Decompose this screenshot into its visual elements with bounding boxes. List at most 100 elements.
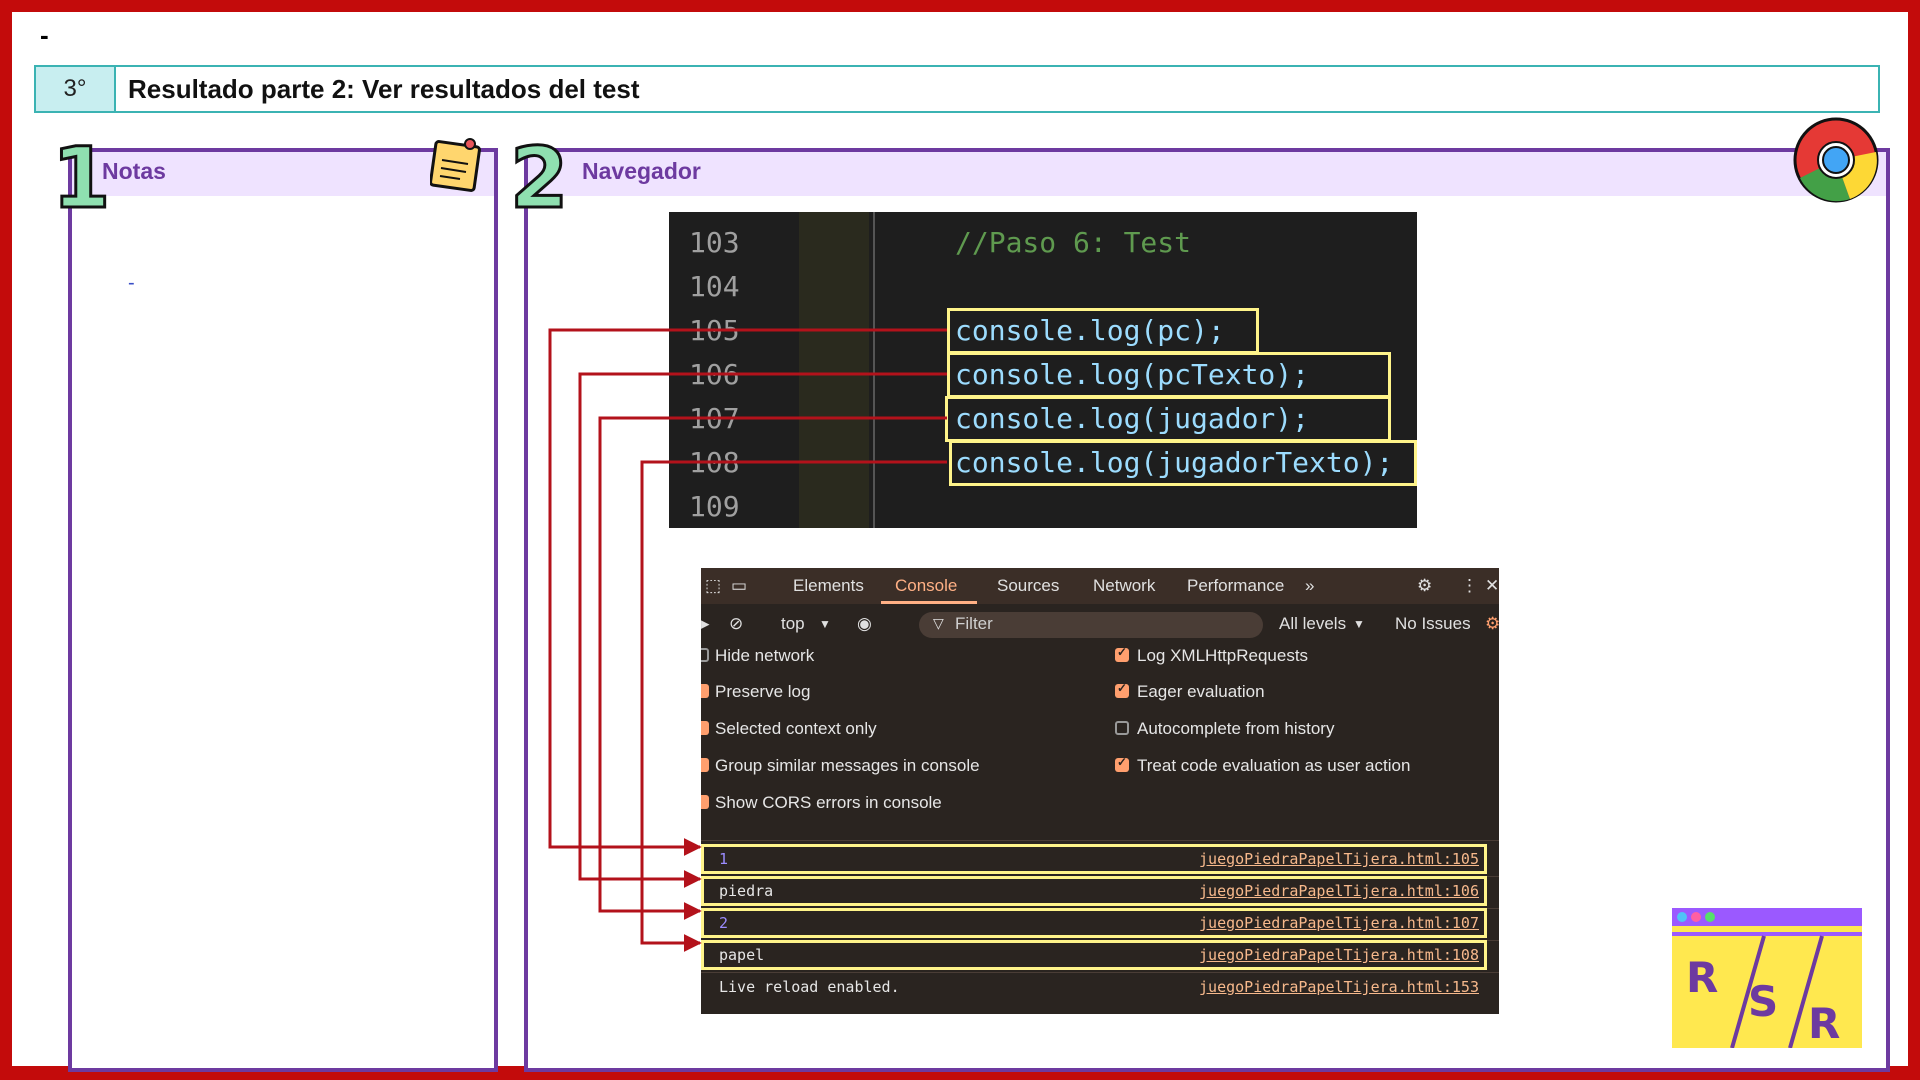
- gear-icon[interactable]: ⚙: [1485, 614, 1499, 633]
- logo-letter: R: [1808, 999, 1840, 1048]
- highlight-box: [701, 940, 1487, 970]
- notes-number: 1: [50, 129, 111, 227]
- log-row: papel juegoPiedraPapelTijera.html:108: [701, 940, 1499, 973]
- filter-icon: ▽: [933, 615, 944, 631]
- setting-label: Treat code evaluation as user action: [1137, 756, 1411, 775]
- notes-panel: Notas -: [68, 148, 498, 1072]
- chevron-down-icon: ▼: [1353, 617, 1365, 631]
- device-toggle-icon[interactable]: ▭: [731, 576, 748, 595]
- log-source-link[interactable]: juegoPiedraPapelTijera.html:153: [1199, 978, 1479, 996]
- checkbox-hide-network[interactable]: [701, 648, 709, 662]
- setting-label: Autocomplete from history: [1137, 719, 1335, 738]
- kebab-menu-icon[interactable]: ⋮: [1461, 576, 1478, 595]
- tab-sources[interactable]: Sources: [997, 576, 1060, 595]
- more-tabs-icon[interactable]: »: [1305, 576, 1315, 595]
- log-message: piedra: [719, 882, 774, 900]
- code-text: console.log(jugador);: [955, 402, 1310, 435]
- filter-input[interactable]: ▽ Filter: [919, 612, 1263, 638]
- setting-label: Preserve log: [715, 682, 811, 701]
- setting-label: Selected context only: [715, 719, 877, 738]
- setting-label: Hide network: [715, 646, 815, 665]
- checkbox-cors-errors[interactable]: [701, 795, 709, 809]
- code-line: 106 console.log(pcTexto);: [669, 358, 1417, 394]
- highlight-box: [701, 844, 1487, 874]
- indent-guide-band: [799, 212, 869, 528]
- arrow-line: [598, 416, 947, 920]
- setting-label: Eager evaluation: [1137, 682, 1265, 701]
- code-text: console.log(jugadorTexto);: [955, 446, 1394, 479]
- arrow-line: [640, 460, 947, 952]
- code-text: console.log(pcTexto);: [955, 358, 1310, 391]
- levels-select[interactable]: All levels: [1279, 614, 1347, 633]
- logo-letter: S: [1748, 977, 1778, 1026]
- issues-button[interactable]: No Issues: [1395, 614, 1471, 633]
- highlight-box: [701, 876, 1487, 906]
- title-bar: 3° Resultado parte 2: Ver resultados del…: [34, 65, 1880, 113]
- arrow-line: [578, 372, 947, 888]
- gear-icon[interactable]: ⚙: [1417, 576, 1433, 595]
- notes-panel-header: [72, 152, 494, 196]
- chevron-down-icon: ▼: [819, 617, 831, 631]
- tab-console[interactable]: Console: [895, 576, 958, 595]
- checkbox-autocomplete[interactable]: [1115, 721, 1129, 735]
- line-number: 109: [689, 490, 740, 523]
- highlight-box: [701, 908, 1487, 938]
- log-message: Live reload enabled.: [719, 978, 900, 996]
- divider: [701, 840, 1499, 841]
- checkbox-group-similar[interactable]: [701, 758, 709, 772]
- log-source-link[interactable]: juegoPiedraPapelTijera.html:108: [1199, 946, 1479, 964]
- checkbox-eager-eval[interactable]: ✓: [1115, 681, 1129, 698]
- notes-title: Notas: [102, 158, 166, 184]
- page-title: Resultado parte 2: Ver resultados del te…: [128, 74, 640, 104]
- step-number: 3°: [36, 67, 116, 111]
- checkbox-preserve-log[interactable]: [701, 684, 709, 698]
- checkbox-treat-user-action[interactable]: ✓: [1115, 755, 1129, 772]
- tab-performance[interactable]: Performance: [1187, 576, 1285, 595]
- eye-icon[interactable]: ◉: [857, 614, 872, 633]
- arrow-line: [548, 328, 947, 856]
- logo-letter: R: [1686, 953, 1718, 1002]
- indent-guide: [873, 212, 875, 528]
- code-line: 103 //Paso 6: Test: [669, 226, 1417, 262]
- slide: - 3° Resultado parte 2: Ver resultados d…: [12, 12, 1908, 1072]
- clear-console-icon[interactable]: ⊘: [729, 614, 744, 633]
- line-number: 104: [689, 270, 740, 303]
- code-text: console.log(pc);: [955, 314, 1225, 347]
- rsr-logo: R S R: [1672, 908, 1862, 1048]
- log-source-link[interactable]: juegoPiedraPapelTijera.html:107: [1199, 914, 1479, 932]
- browser-number: 2: [508, 129, 569, 227]
- browser-panel-header: [528, 152, 1886, 196]
- connector-arrows: [548, 328, 947, 952]
- top-dash: -: [40, 20, 49, 50]
- line-number: 103: [689, 226, 740, 259]
- sidebar-toggle-icon[interactable]: ▸: [701, 614, 710, 633]
- filter-placeholder: Filter: [955, 614, 993, 633]
- devtools-tabbar: ⬚ ▭ Elements Console Sources Network Per…: [701, 568, 1499, 604]
- tab-elements[interactable]: Elements: [793, 576, 864, 595]
- code-editor: 103 //Paso 6: Test 104 105 console.log(p…: [669, 212, 1417, 528]
- browser-title: Navegador: [582, 158, 701, 184]
- code-line: 109: [669, 490, 1417, 526]
- checkbox-selected-context[interactable]: [701, 721, 709, 735]
- console-settings: Hide network Preserve log Selected conte…: [701, 645, 1499, 832]
- log-message: papel: [719, 946, 765, 964]
- log-message: 2: [719, 914, 729, 932]
- notes-dash: -: [128, 272, 135, 294]
- setting-label: Group similar messages in console: [715, 756, 980, 775]
- context-select[interactable]: top: [781, 614, 805, 633]
- log-row: Live reload enabled. juegoPiedraPapelTij…: [701, 972, 1499, 1004]
- setting-label: Log XMLHttpRequests: [1137, 646, 1309, 665]
- setting-label: Show CORS errors in console: [715, 793, 942, 812]
- inspect-icon[interactable]: ⬚: [705, 576, 722, 595]
- highlight-box: [949, 440, 1417, 486]
- log-source-link[interactable]: juegoPiedraPapelTijera.html:106: [1199, 882, 1479, 900]
- chrome-icon: [1793, 117, 1879, 203]
- checkbox-log-xhr[interactable]: ✓: [1115, 645, 1129, 662]
- devtools-panel: ⬚ ▭ Elements Console Sources Network Per…: [701, 568, 1499, 1014]
- console-toolbar: ▸ ⊘ top ▼ ◉ ▽ Filter All levels ▼ No Iss…: [701, 608, 1499, 642]
- tab-network[interactable]: Network: [1093, 576, 1156, 595]
- close-icon[interactable]: ✕: [1485, 576, 1499, 595]
- log-source-link[interactable]: juegoPiedraPapelTijera.html:105: [1199, 850, 1479, 868]
- log-message: 1: [719, 850, 729, 868]
- code-line: 104: [669, 270, 1417, 306]
